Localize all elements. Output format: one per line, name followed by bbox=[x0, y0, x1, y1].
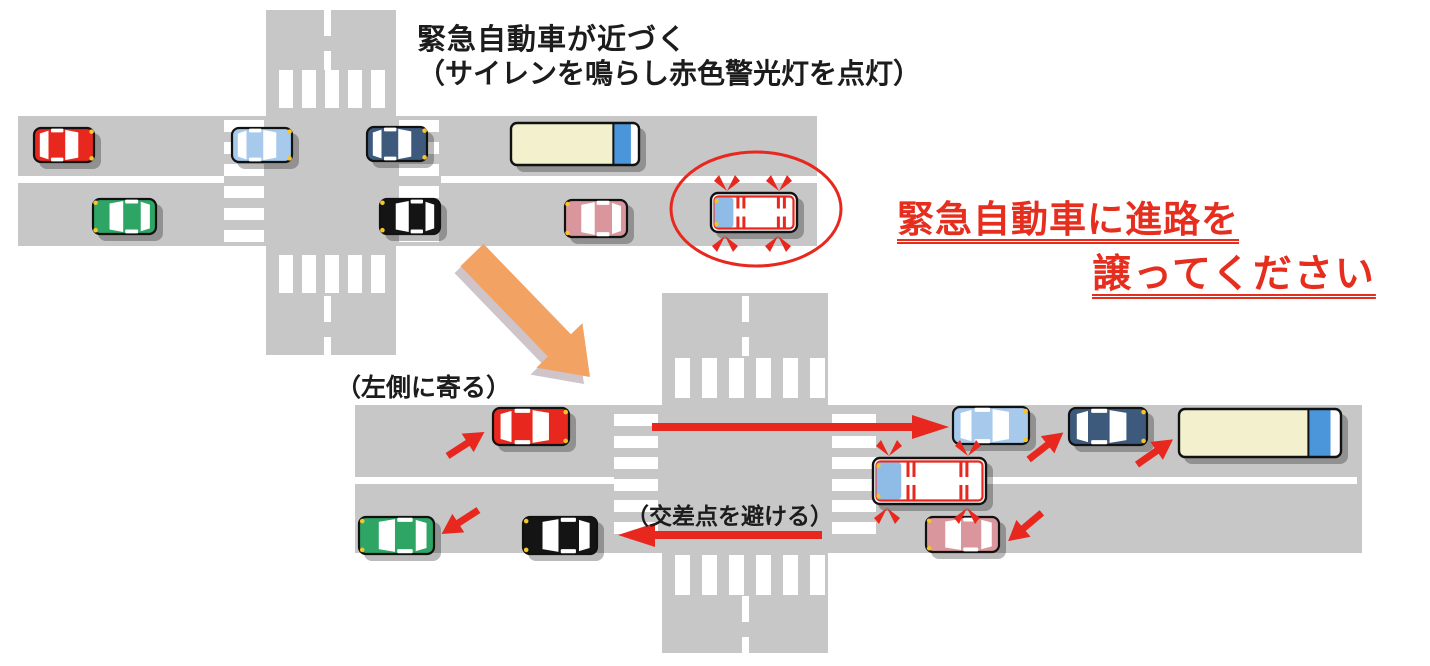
lane-dash bbox=[742, 596, 749, 653]
vehicle-black-car bbox=[374, 193, 451, 245]
vehicle-black-car bbox=[517, 511, 608, 565]
lane-dash bbox=[324, 10, 331, 70]
crosswalk-bar bbox=[399, 164, 439, 176]
vehicle-red-car bbox=[28, 122, 105, 173]
crosswalk-bar bbox=[614, 414, 658, 426]
crosswalk-bar bbox=[302, 70, 316, 108]
warning-light-flash-icon bbox=[955, 439, 981, 456]
caption-avoid-intersection: （交差点を避ける） bbox=[626, 503, 833, 529]
crosswalk-bar bbox=[279, 255, 293, 293]
crosswalk-bar bbox=[614, 457, 658, 469]
crosswalk-bar bbox=[224, 186, 264, 198]
lane-dash bbox=[742, 296, 749, 356]
center-line bbox=[876, 477, 1357, 484]
warning-light-flash-icon bbox=[714, 174, 740, 191]
crosswalk-bar bbox=[348, 255, 362, 293]
crosswalk-bar bbox=[279, 70, 293, 108]
warning-light-flash-icon bbox=[954, 508, 980, 525]
warning-light-flash-icon bbox=[766, 174, 792, 191]
caption-pull-left: （左側に寄る） bbox=[336, 374, 512, 402]
crosswalk-bar bbox=[371, 255, 385, 293]
caption-yield-line2: 譲ってください bbox=[1092, 253, 1376, 296]
warning-light-flash-icon bbox=[765, 236, 791, 253]
vehicle-truck bbox=[1173, 403, 1352, 468]
crosswalk-bar bbox=[810, 555, 825, 595]
crosswalk-bar bbox=[371, 70, 385, 108]
crosswalk-bar bbox=[702, 358, 717, 398]
crosswalk-bar bbox=[302, 255, 316, 293]
pull-over-arrow-green-car bbox=[434, 499, 487, 546]
center-line bbox=[355, 477, 614, 484]
vehicle-navy-car bbox=[1063, 402, 1158, 456]
vehicle-light-blue-car bbox=[947, 401, 1040, 455]
crosswalk-bar bbox=[224, 208, 264, 220]
vehicle-emergency-vehicle bbox=[867, 452, 997, 515]
crosswalk-bar bbox=[783, 358, 798, 398]
crosswalk-bar bbox=[224, 230, 264, 242]
crosswalk-bar bbox=[348, 70, 362, 108]
vehicle-green-car bbox=[353, 511, 445, 565]
pull-over-arrow-light-blue-car bbox=[1020, 422, 1072, 471]
crosswalk-bar bbox=[675, 358, 690, 398]
lane-dash bbox=[324, 296, 331, 355]
crosswalk-bar bbox=[729, 358, 744, 398]
crosswalk-bar bbox=[614, 436, 658, 448]
crosswalk-bar bbox=[832, 457, 876, 469]
emergency-vehicle-highlight-ellipse bbox=[666, 147, 846, 271]
pull-over-arrow-navy-car bbox=[1129, 428, 1182, 476]
crosswalk-bar bbox=[832, 500, 876, 512]
pull-over-arrow-red-car bbox=[440, 421, 493, 468]
clear-intersection-westbound-arrow bbox=[618, 520, 822, 550]
warning-light-flash-icon bbox=[712, 236, 738, 253]
vehicle-pink-car bbox=[920, 511, 1010, 563]
crosswalk-bar bbox=[729, 555, 744, 595]
crosswalk-bar bbox=[614, 479, 658, 491]
vehicle-red-car bbox=[487, 402, 580, 456]
warning-light-flash-icon bbox=[876, 439, 902, 456]
center-line bbox=[441, 176, 817, 183]
vehicle-truck bbox=[505, 117, 650, 176]
clear-intersection-eastbound-arrow bbox=[652, 412, 949, 442]
caption-approach-line2: （サイレンを鳴らし赤色警光灯を点灯） bbox=[417, 58, 922, 89]
crosswalk-bar bbox=[783, 555, 798, 595]
vehicle-light-blue-car bbox=[226, 122, 303, 173]
vehicle-green-car bbox=[87, 193, 167, 245]
crosswalk-bar bbox=[832, 436, 876, 448]
pull-over-arrow-pink-car bbox=[999, 502, 1051, 551]
crosswalk-bar bbox=[832, 522, 876, 534]
crosswalk-bar bbox=[399, 186, 439, 198]
center-line bbox=[18, 176, 224, 183]
crosswalk-bar bbox=[756, 555, 771, 595]
crosswalk-bar bbox=[832, 479, 876, 491]
crosswalk-bar bbox=[614, 500, 658, 512]
crosswalk-bar bbox=[675, 555, 690, 595]
crosswalk-bar bbox=[810, 358, 825, 398]
vehicle-navy-car bbox=[361, 121, 438, 172]
vehicle-pink-car bbox=[559, 194, 638, 248]
crosswalk-bar bbox=[325, 255, 339, 293]
crosswalk-bar bbox=[325, 70, 339, 108]
crosswalk-bar bbox=[224, 164, 264, 176]
caption-yield-line1: 緊急自動車に進路を bbox=[897, 199, 1239, 240]
crosswalk-bar bbox=[756, 358, 771, 398]
crosswalk-bar bbox=[702, 555, 717, 595]
warning-light-flash-icon bbox=[874, 508, 900, 525]
caption-approach-line1: 緊急自動車が近づく bbox=[417, 24, 688, 56]
vehicle-emergency-vehicle bbox=[705, 187, 808, 243]
scene-transition-arrow bbox=[427, 230, 642, 415]
